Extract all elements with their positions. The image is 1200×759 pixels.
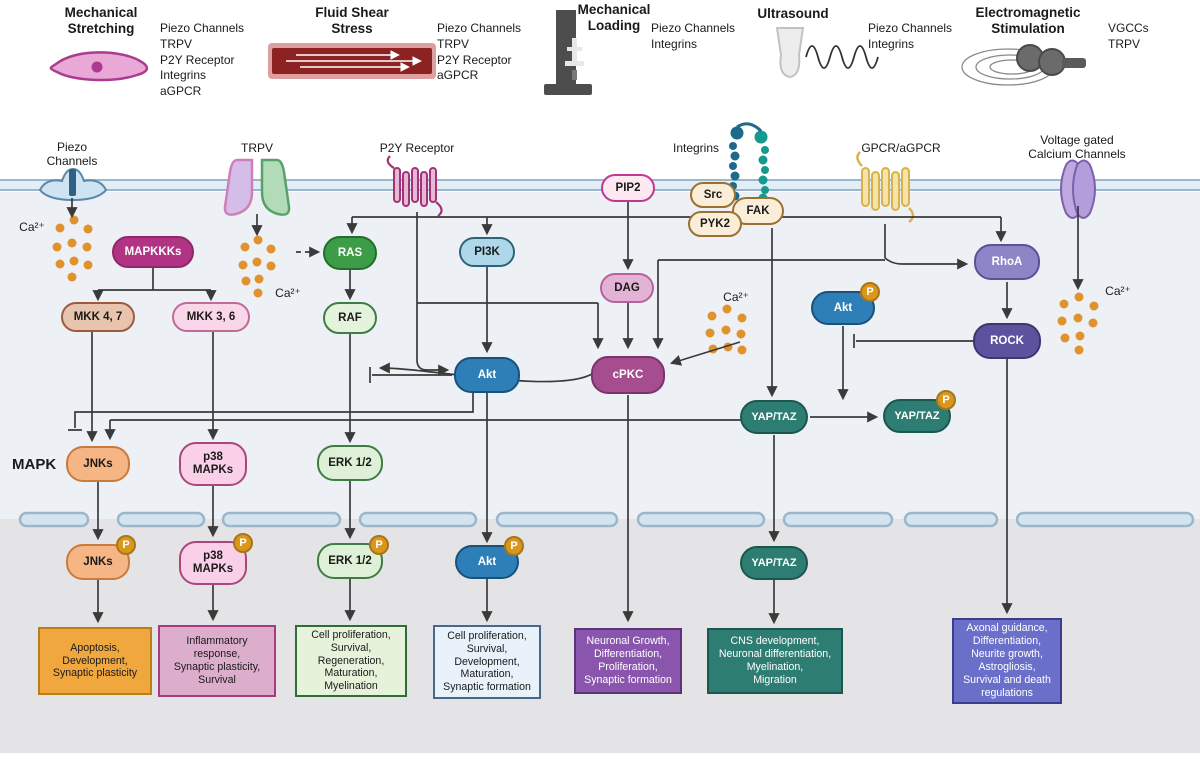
node-akt: Akt <box>454 357 520 393</box>
loading-machine-icon <box>544 10 592 95</box>
label-piezo-channels: Piezo Channels <box>46 140 98 169</box>
node-rock: ROCK <box>973 323 1041 359</box>
node-src: Src <box>690 182 736 208</box>
stimulus-title-mechanical-stretching: Mechanical Stretching <box>64 5 138 36</box>
label-ca-trpv: Ca²⁺ <box>275 286 301 300</box>
outcome-box-erk: Cell proliferation, Survival, Regenerati… <box>295 625 407 697</box>
outcome-box-cpkc: Neuronal Growth, Differentiation, Prolif… <box>574 628 682 694</box>
stimulus-title-mechanical-loading: Mechanical Loading <box>577 2 651 33</box>
node-yaptaz-phospho: YAP/TAZ <box>883 399 951 433</box>
calcium-dots-piezo <box>52 215 93 282</box>
integrins-icon <box>729 122 769 203</box>
label-integrins: Integrins <box>672 141 720 155</box>
label-gpcr-agpcr: GPCR/aGPCR <box>861 141 941 155</box>
calcium-dots-cpkc <box>705 304 747 355</box>
stimulus-receptors-mechanical-stretching: Piezo Channels TRPV P2Y Receptor Integri… <box>160 21 245 99</box>
stimulus-title-electromagnetic: Electromagnetic Stimulation <box>975 5 1081 36</box>
node-raf: RAF <box>323 302 377 334</box>
label-vgcc: Voltage gated Calcium Channels <box>1028 133 1126 162</box>
label-ca-vgcc: Ca²⁺ <box>1105 284 1131 298</box>
phospho-badge-akt-nuclear: P <box>504 536 524 556</box>
outcome-box-rock: Axonal guidance, Differentiation, Neurit… <box>952 618 1062 704</box>
node-erk: ERK 1/2 <box>317 445 383 481</box>
phospho-badge-erk: P <box>369 535 389 555</box>
em-coil-icon <box>961 44 1086 86</box>
trpv-channel-icon <box>223 158 291 216</box>
label-trpv: TRPV <box>240 141 273 155</box>
p2y-receptor-icon <box>386 155 443 217</box>
node-jnks: JNKs <box>66 446 130 482</box>
node-pi3k: PI3K <box>459 237 515 267</box>
label-mapk: MAPK <box>12 456 57 473</box>
outcome-box-akt: Cell proliferation, Survival, Developmen… <box>433 625 541 699</box>
outcome-box-jnks: Apoptosis, Development, Synaptic plastic… <box>38 627 152 695</box>
calcium-dots-trpv <box>238 235 276 298</box>
node-p38: p38 MAPKs <box>179 442 247 486</box>
node-mkk36: MKK 3, 6 <box>172 302 250 332</box>
outcome-box-p38: Inflammatory response, Synaptic plastici… <box>158 625 276 697</box>
phospho-badge-yaptaz: P <box>936 390 956 410</box>
nuclear-envelope <box>18 511 1195 528</box>
node-mapkkks: MAPKKKs <box>112 236 194 268</box>
calcium-dots-vgcc <box>1057 292 1099 355</box>
node-pyk2: PYK2 <box>688 211 742 237</box>
node-p38-phospho: p38 MAPKs <box>179 541 247 585</box>
phospho-badge-jnks: P <box>116 535 136 555</box>
node-ras: RAS <box>323 236 377 270</box>
vgcc-icon <box>1060 159 1096 219</box>
stimulus-title-ultrasound: Ultrasound <box>757 6 829 21</box>
gpcr-icon <box>856 151 915 223</box>
piezo-channel-icon <box>38 167 108 202</box>
label-ca-cpkc: Ca²⁺ <box>723 290 749 304</box>
node-yaptaz: YAP/TAZ <box>740 400 808 434</box>
stimulus-title-fluid-shear: Fluid Shear Stress <box>315 5 389 36</box>
node-pip2: PIP2 <box>601 174 655 202</box>
node-dag: DAG <box>600 273 654 303</box>
node-yaptaz-nuclear: YAP/TAZ <box>740 546 808 580</box>
stimulus-receptors-mechanical-loading: Piezo Channels Integrins <box>651 21 736 51</box>
outcome-box-yaptaz: CNS development, Neuronal differentiatio… <box>707 628 843 694</box>
pathway-arrows <box>66 198 1084 625</box>
phospho-badge-p38: P <box>233 533 253 553</box>
phospho-badge-akt: P <box>860 282 880 302</box>
blood-vessel-icon <box>268 43 436 79</box>
stimulus-receptors-electromagnetic: VGCCs TRPV <box>1108 21 1149 51</box>
node-mkk47: MKK 4, 7 <box>61 302 135 332</box>
cell-stretch-icon <box>49 51 149 82</box>
node-erk-phospho: ERK 1/2 <box>317 543 383 579</box>
stimulus-receptors-ultrasound: Piezo Channels Integrins <box>868 21 953 51</box>
label-p2y-receptor: P2Y Receptor <box>379 141 455 155</box>
node-cpkc: cPKC <box>591 356 665 394</box>
node-rhoa: RhoA <box>974 244 1040 280</box>
label-ca-piezo: Ca²⁺ <box>19 220 45 234</box>
ultrasound-probe-icon <box>775 27 879 79</box>
stimulus-receptors-fluid-shear: Piezo Channels TRPV P2Y Receptor aGPCR <box>437 21 522 83</box>
